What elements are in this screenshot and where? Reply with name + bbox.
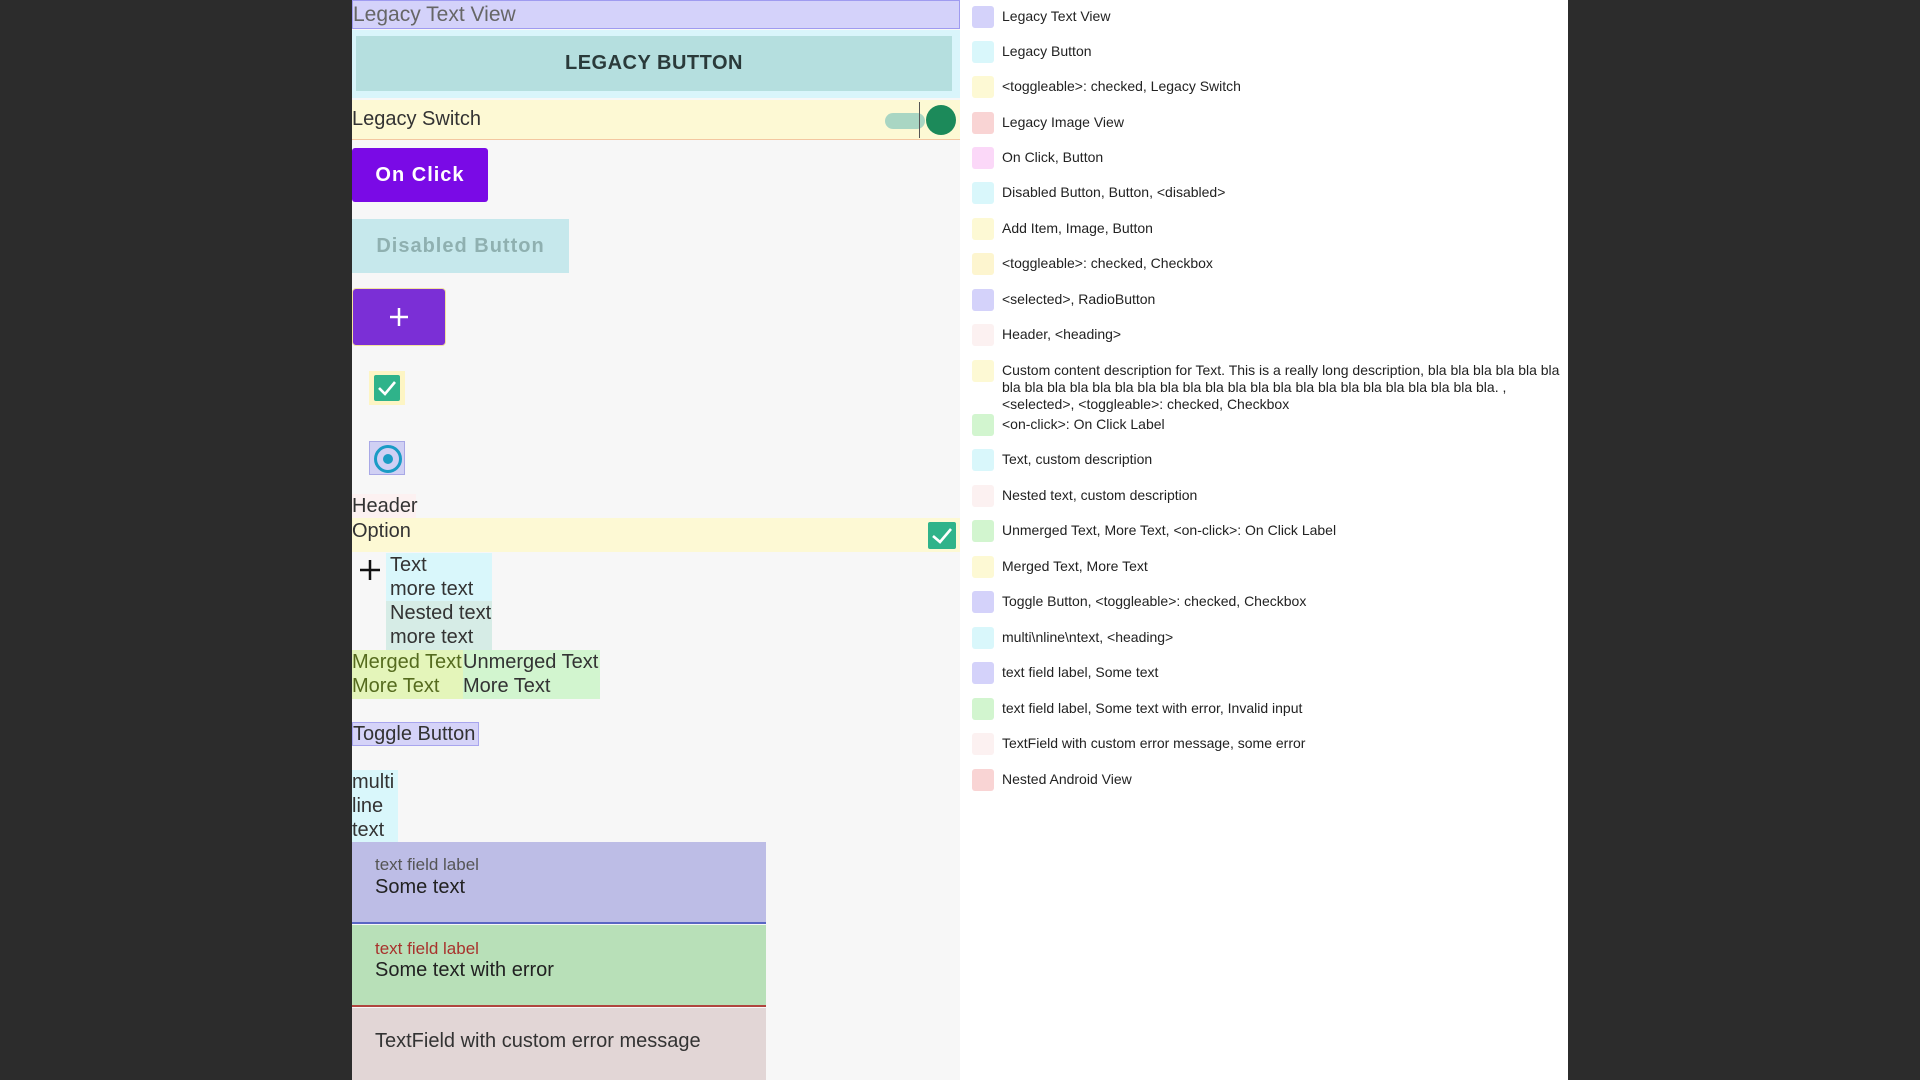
- nested-text-line: Nested text: [390, 602, 492, 624]
- legend-label: <on-click>: On Click Label: [1002, 416, 1165, 432]
- multiline-line: line: [352, 795, 384, 817]
- legend-label: <selected>, RadioButton: [1002, 291, 1156, 307]
- plus-icon: [356, 556, 384, 584]
- check-icon: [378, 381, 396, 396]
- legend-swatch: [972, 253, 994, 275]
- legend-label: text field label, Some text: [1002, 664, 1159, 680]
- legend-swatch: [972, 556, 994, 578]
- legend-label: <toggleable>: checked, Checkbox: [1002, 255, 1213, 271]
- legacy-button[interactable]: LEGACY BUTTON: [356, 36, 952, 91]
- legend-swatch: [972, 733, 994, 755]
- radio-dot: [383, 454, 393, 464]
- radio-button[interactable]: [374, 445, 402, 473]
- legend-swatch: [972, 769, 994, 791]
- switch-thumb[interactable]: [926, 105, 956, 135]
- add-item-button[interactable]: [352, 288, 446, 346]
- legend-swatch: [972, 112, 994, 134]
- legend-swatch: [972, 324, 994, 346]
- nested-text-inner: [386, 601, 492, 650]
- text-field-error-label: text field label: [375, 939, 479, 958]
- legend-swatch: [972, 182, 994, 204]
- on-click-button[interactable]: On Click: [352, 148, 488, 202]
- legend-swatch: [972, 147, 994, 169]
- legend-label: multi\nline\ntext, <heading>: [1002, 629, 1174, 645]
- legend-label: Add Item, Image, Button: [1002, 220, 1153, 236]
- text-field-value: Some text: [375, 876, 466, 898]
- legend-label: Text, custom description: [1002, 451, 1153, 467]
- disabled-button: Disabled Button: [352, 219, 569, 273]
- multiline-line: multi: [352, 771, 395, 793]
- nested-text-line: more text: [390, 626, 474, 648]
- legend-swatch: [972, 6, 994, 28]
- legend-swatch: [972, 662, 994, 684]
- legend-label: Legacy Button: [1002, 43, 1092, 59]
- radio-container: [369, 441, 405, 475]
- legend-label: Legacy Image View: [1002, 114, 1124, 130]
- nested-text-line: Text: [390, 554, 427, 576]
- app-screen: Legacy Text View LEGACY BUTTON Legacy Sw…: [352, 0, 1568, 1080]
- toggle-button[interactable]: Toggle Button: [352, 722, 479, 746]
- legend-swatch: [972, 76, 994, 98]
- legend-label: Nested Android View: [1002, 771, 1132, 787]
- checkbox[interactable]: [374, 375, 400, 401]
- text-field-label: text field label: [375, 855, 479, 874]
- checkbox-container: [369, 371, 405, 405]
- legend-label: On Click, Button: [1002, 149, 1104, 165]
- legend-swatch: [972, 414, 994, 436]
- merged-more-text: More Text: [352, 675, 440, 697]
- legend-swatch: [972, 218, 994, 240]
- merged-text-group[interactable]: Merged Text More Text Unmerged Text More…: [352, 650, 600, 699]
- text-field-error-value: Some text with error: [375, 959, 554, 981]
- legend-label: Nested text, custom description: [1002, 487, 1198, 503]
- check-icon: [932, 528, 952, 544]
- legend-swatch: [972, 591, 994, 613]
- text-field-with-error[interactable]: text field label Some text with error: [352, 925, 766, 1007]
- text-field-custom-error[interactable]: TextField with custom error message: [352, 1008, 766, 1080]
- text-field-some-text[interactable]: text field label Some text: [352, 842, 766, 924]
- merged-text: Merged Text: [352, 651, 462, 673]
- header-heading: Header: [352, 494, 418, 518]
- legend-label: Header, <heading>: [1002, 326, 1122, 342]
- text-field-custom-error-value: TextField with custom error message: [375, 1030, 701, 1052]
- legend-swatch: [972, 360, 994, 382]
- legend-swatch: [972, 41, 994, 63]
- multiline-line: text: [352, 819, 385, 841]
- legend-swatch: [972, 627, 994, 649]
- option-label: Option: [352, 520, 411, 542]
- nested-text-line: more text: [390, 578, 474, 600]
- plus-icon: [390, 308, 408, 326]
- legend-label: Legacy Text View: [1002, 8, 1111, 24]
- legend-label: Disabled Button, Button, <disabled>: [1002, 184, 1226, 200]
- legend-swatch: [972, 485, 994, 507]
- legend-label: Unmerged Text, More Text, <on-click>: On…: [1002, 522, 1337, 538]
- legend-label: text field label, Some text with error, …: [1002, 700, 1303, 716]
- legacy-switch-label: Legacy Switch: [352, 108, 481, 130]
- legacy-switch-row[interactable]: Legacy Switch: [352, 100, 960, 140]
- legacy-button-container: LEGACY BUTTON: [352, 30, 960, 98]
- switch-divider: [919, 102, 920, 138]
- switch-track[interactable]: [885, 113, 925, 129]
- unmerged-text: Unmerged Text: [463, 651, 599, 673]
- nested-text-group: Text more text Nested text more text: [386, 553, 492, 650]
- legend-swatch: [972, 698, 994, 720]
- merged-text-bg: [352, 650, 463, 699]
- component-list: Legacy Text View LEGACY BUTTON Legacy Sw…: [352, 0, 960, 1080]
- legend-label: <toggleable>: checked, Legacy Switch: [1002, 78, 1241, 94]
- legend-label: Merged Text, More Text: [1002, 558, 1148, 574]
- legend-label: Custom content description for Text. Thi…: [1002, 362, 1560, 412]
- multiline-text: multi line text: [352, 770, 398, 843]
- legend-label: TextField with custom error message, som…: [1002, 735, 1306, 751]
- legend-swatch: [972, 449, 994, 471]
- legacy-text-view: Legacy Text View: [352, 0, 960, 29]
- legend-label: Toggle Button, <toggleable>: checked, Ch…: [1002, 593, 1307, 609]
- option-checkbox[interactable]: [928, 522, 956, 549]
- legend-swatch: [972, 289, 994, 311]
- semantics-legend: Legacy Text View Legacy Button <toggleab…: [960, 0, 1568, 1080]
- option-row[interactable]: Option: [352, 518, 960, 552]
- unmerged-more-text: More Text: [463, 675, 551, 697]
- legend-swatch: [972, 520, 994, 542]
